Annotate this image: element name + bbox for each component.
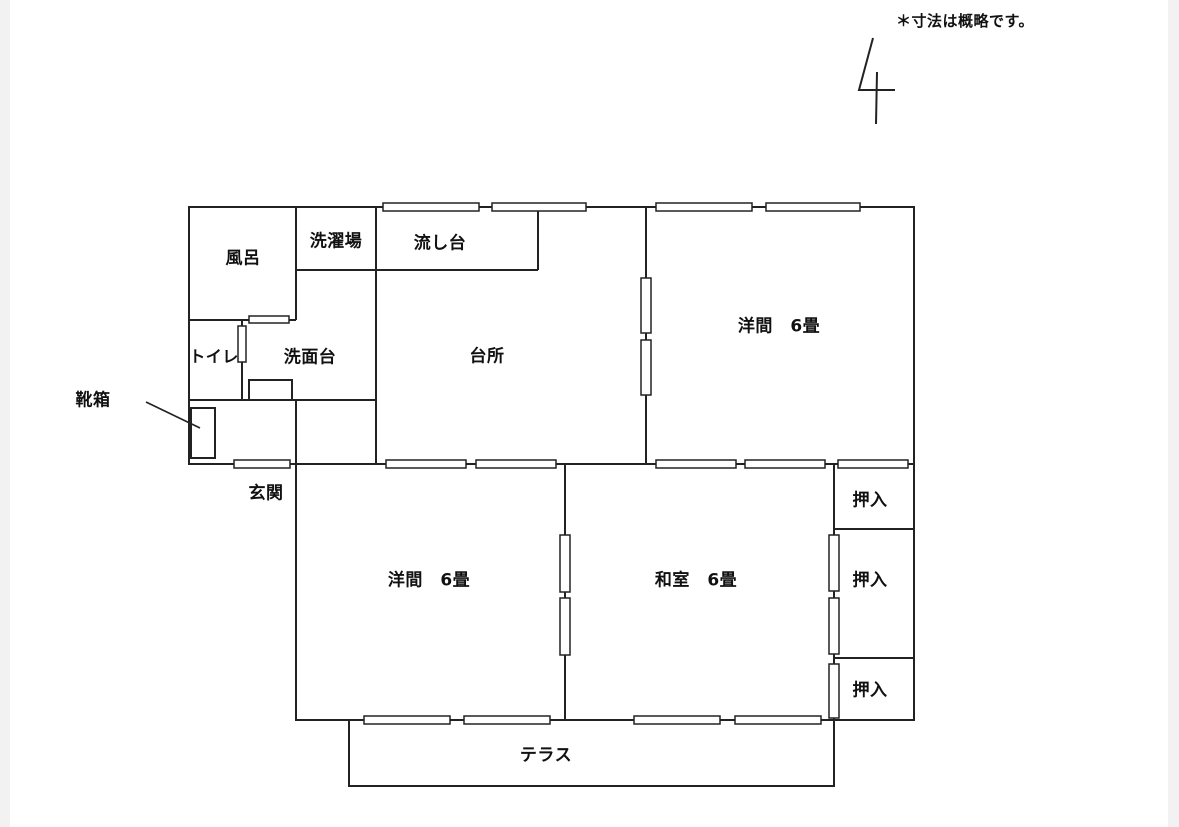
room-label-sink: 流し台 [413, 233, 467, 254]
room-label-japanese-room: 和室 6畳 [654, 570, 738, 591]
room-label-washbasin: 洗面台 [283, 347, 337, 368]
room-label-bath: 風呂 [225, 248, 261, 269]
room-label-toilet: トイレ [189, 347, 239, 366]
page-number-handwritten [857, 37, 895, 125]
room-label-entrance: 玄関 [248, 483, 284, 504]
room-label-closet-3: 押入 [852, 680, 888, 701]
room-label-terrace: テラス [519, 745, 573, 766]
room-label-kitchen: 台所 [469, 346, 505, 367]
room-label-western-room-ne: 洋間 6畳 [737, 316, 821, 337]
room-label-laundry: 洗濯場 [309, 231, 363, 252]
windows [233, 202, 909, 725]
room-label-western-room-sw: 洋間 6畳 [387, 570, 471, 591]
annotation-shoe-cabinet: 靴箱 [75, 390, 111, 411]
room-label-closet-2: 押入 [852, 570, 888, 591]
room-label-closet-1: 押入 [852, 490, 888, 511]
scale-note: ＊寸法は概略です。 [896, 12, 1035, 30]
floor-plan-sheet [10, 0, 1168, 827]
